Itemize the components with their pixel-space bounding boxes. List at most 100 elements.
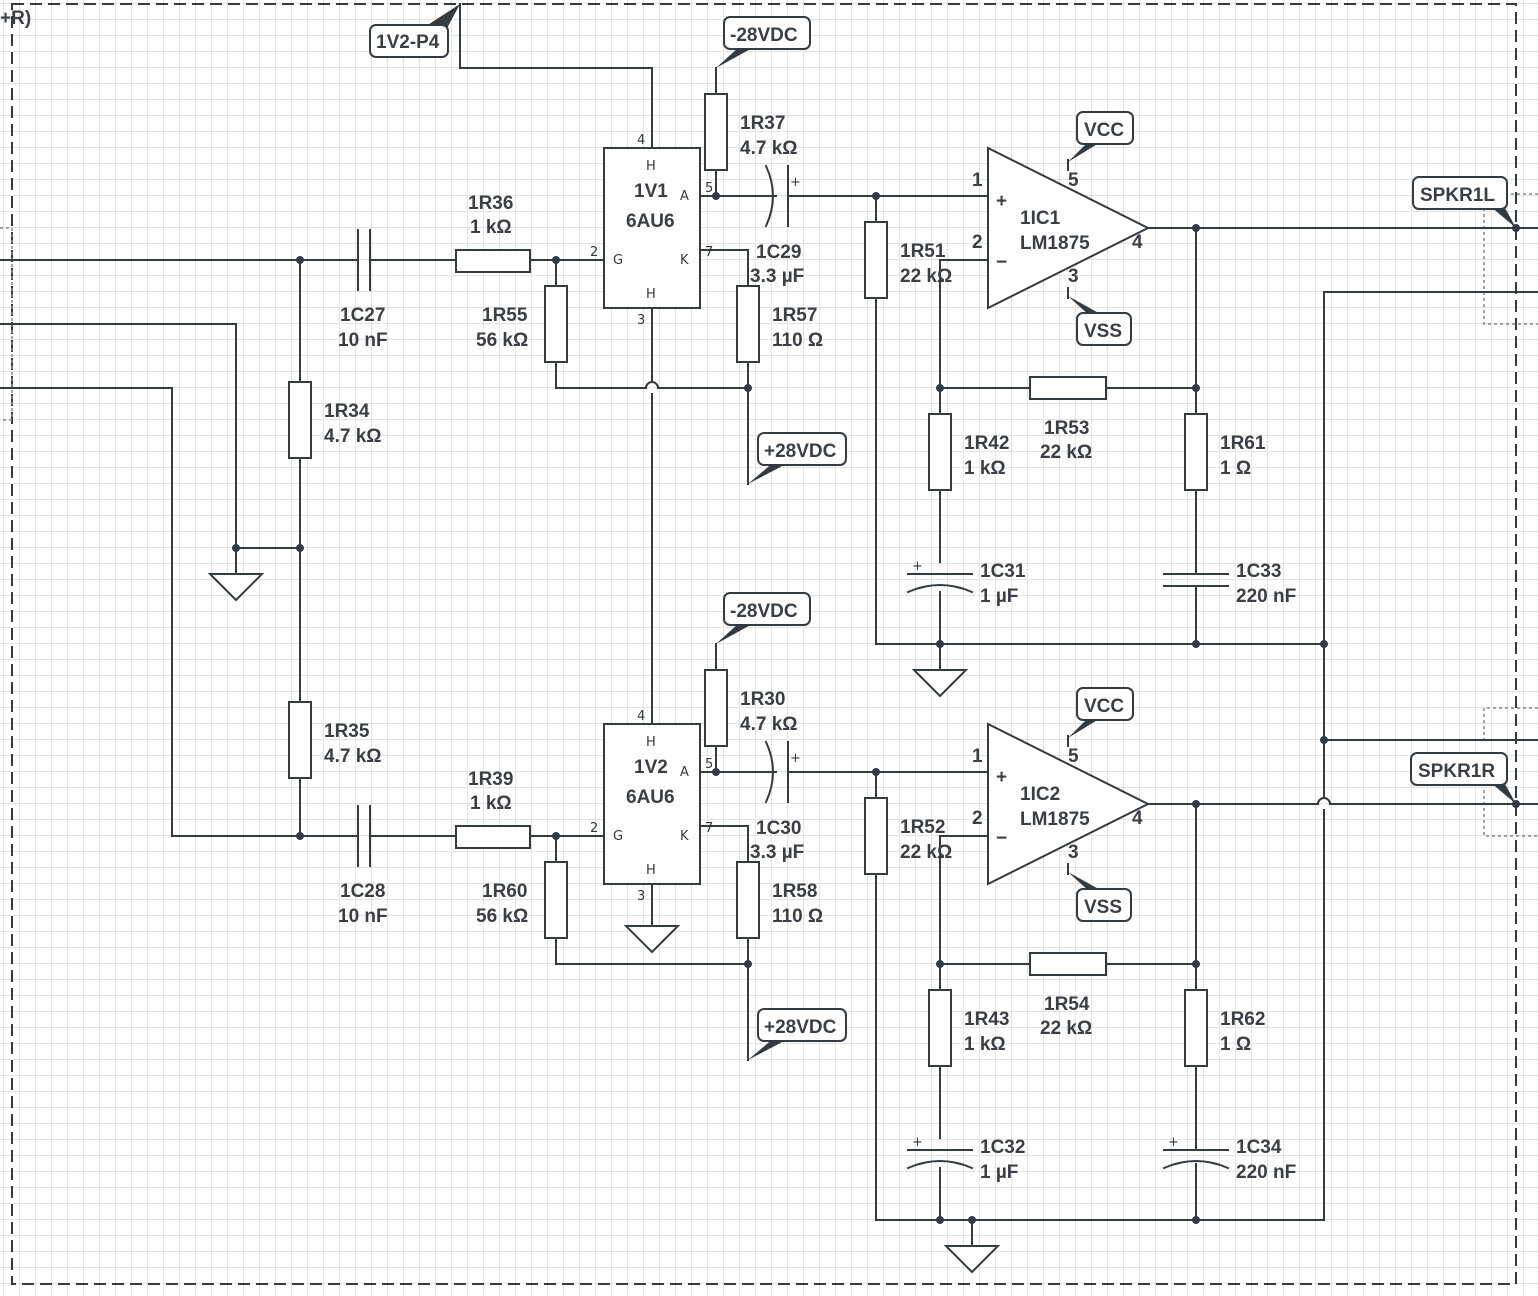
sheet-corner-label: +R) [0,8,31,29]
resistor-1R60[interactable]: 1R60 56 kΩ [476,861,568,939]
net-tag-label: +28VDC [764,441,837,462]
resistor-value: 22 kΩ [1040,1018,1092,1039]
resistor-value: 22 kΩ [1040,442,1092,463]
grid-label: G [613,253,623,268]
net-tag-pos28vdc-top[interactable]: +28VDC [748,432,847,484]
net-tag-label: VCC [1084,696,1124,717]
heater-label: H [646,735,656,750]
pin-label: 1 [972,746,983,767]
resistor-1R39[interactable]: 1R39 1 kΩ [455,769,531,849]
resistor-1R37[interactable]: 1R37 4.7 kΩ [704,93,798,171]
capacitor-value: 10 nF [338,330,388,351]
capacitor-1C30[interactable]: + 1C30 3.3 µF [750,740,804,863]
net-tag-vcc-top[interactable]: VCC [1068,111,1134,162]
resistor-value: 1 kΩ [964,1034,1006,1055]
pin-label: 5 [705,181,713,196]
net-tag-neg28vdc-top[interactable]: -28VDC [716,16,811,68]
opamp-value: LM1875 [1020,233,1090,254]
pin-label: 2 [590,821,598,836]
wires [0,3,1538,1245]
heater-label: H [646,863,656,878]
resistor-1R58[interactable]: 1R58 110 Ω [736,861,823,939]
resistor-value: 56 kΩ [476,330,528,351]
capacitor-1C31[interactable]: + 1C31 1 µF [906,559,1026,607]
resistor-1R54[interactable]: 1R54 22 kΩ [1029,952,1107,1039]
resistor-ref: 1R35 [324,721,370,742]
net-tag-label: -28VDC [730,601,798,622]
capacitor-1C33[interactable]: 1C33 220 nF [1163,561,1296,607]
net-tag-vss-top[interactable]: VSS [1068,296,1132,346]
capacitor-value: 220 nF [1236,586,1296,607]
resistor-value: 4.7 kΩ [740,714,798,735]
opamp-1IC1[interactable]: + − 1 2 4 5 3 1IC1 LM1875 [972,146,1151,310]
resistor-1R55[interactable]: 1R55 56 kΩ [476,285,568,363]
resistor-1R34[interactable]: 1R34 4.7 kΩ [288,381,382,459]
resistor-1R43[interactable]: 1R43 1 kΩ [928,989,1009,1067]
capacitor-1C34[interactable]: + 1C34 220 nF [1162,1135,1296,1183]
net-tag-1v2-p4[interactable]: 1V2-P4 [369,4,460,58]
capacitor-1C28[interactable]: 1C28 10 nF [338,805,388,927]
resistor-1R30[interactable]: 1R30 4.7 kΩ [704,669,798,747]
pin-label: 4 [637,709,645,724]
polarity-mark: + [912,559,923,574]
resistor-ref: 1R60 [482,881,527,902]
heater-label: H [646,287,656,302]
resistor-1R53[interactable]: 1R53 22 kΩ [1029,376,1107,463]
resistor-ref: 1R53 [1044,418,1089,439]
resistor-value: 110 Ω [772,906,823,927]
tube-1V2[interactable]: 4 3 2 5 7 H H G A K 1V2 6AU6 [589,709,713,904]
net-tag-label: -28VDC [730,25,798,46]
pin-label: 5 [1068,746,1079,767]
resistor-ref: 1R54 [1044,994,1090,1015]
capacitor-ref: 1C29 [756,242,801,263]
capacitor-1C29[interactable]: + 1C29 3.3 µF [750,164,804,287]
net-tag-neg28vdc-bot[interactable]: -28VDC [716,592,811,644]
resistor-1R52[interactable]: 1R52 22 kΩ [864,797,952,875]
opamp-ref: 1IC2 [1020,784,1060,805]
resistor-ref: 1R58 [772,881,817,902]
net-tag-vcc-bot[interactable]: VCC [1068,687,1134,738]
tube-1V1[interactable]: 4 3 2 5 7 H H G A K 1V1 6AU6 [589,133,713,328]
inverting-sign: − [996,252,1007,273]
resistor-1R36[interactable]: 1R36 1 kΩ [455,193,531,273]
opamp-1IC2[interactable]: + − 1 2 4 5 3 1IC2 LM1875 [972,722,1151,886]
net-tag-label: VCC [1084,120,1124,141]
net-tag-spkr1l[interactable]: SPKR1L [1412,176,1516,228]
resistor-value: 1 kΩ [964,458,1006,479]
capacitor-ref: 1C28 [340,881,385,902]
pin-label: 7 [705,821,713,836]
resistor-1R61[interactable]: 1R61 1 Ω [1184,413,1266,491]
noninverting-sign: + [996,191,1007,212]
resistor-ref: 1R61 [1220,433,1266,454]
capacitor-1C27[interactable]: 1C27 10 nF [338,229,388,351]
net-tag-label: SPKR1L [1420,185,1495,206]
resistor-ref: 1R55 [482,305,528,326]
tube-value: 6AU6 [626,211,675,232]
noninverting-sign: + [996,767,1007,788]
net-tag-spkr1r[interactable]: SPKR1R [1410,752,1516,804]
resistor-1R42[interactable]: 1R42 1 kΩ [928,413,1009,491]
resistor-1R51[interactable]: 1R51 22 kΩ [864,221,952,299]
capacitor-ref: 1C33 [1236,561,1281,582]
junctions [232,192,1520,1224]
net-tag-pos28vdc-bot[interactable]: +28VDC [748,1008,847,1060]
pin-label: 2 [972,808,983,829]
pin-label: 3 [1068,842,1079,863]
resistor-1R62[interactable]: 1R62 1 Ω [1184,989,1265,1067]
resistor-1R57[interactable]: 1R57 110 Ω [736,285,823,363]
resistor-ref: 1R43 [964,1009,1009,1030]
net-tag-vss-bot[interactable]: VSS [1068,872,1132,922]
tube-ref: 1V1 [634,181,668,202]
right-connector-frame-bot [1483,707,1538,837]
resistor-ref: 1R37 [740,113,785,134]
capacitor-1C32[interactable]: + 1C32 1 µF [906,1135,1025,1183]
net-tag-label: 1V2-P4 [376,32,440,53]
resistor-value: 22 kΩ [900,842,952,863]
pin-label: 5 [705,757,713,772]
capacitor-value: 3.3 µF [750,842,804,863]
capacitor-ref: 1C27 [340,305,385,326]
resistor-1R35[interactable]: 1R35 4.7 kΩ [288,701,382,779]
opamp-value: LM1875 [1020,809,1090,830]
